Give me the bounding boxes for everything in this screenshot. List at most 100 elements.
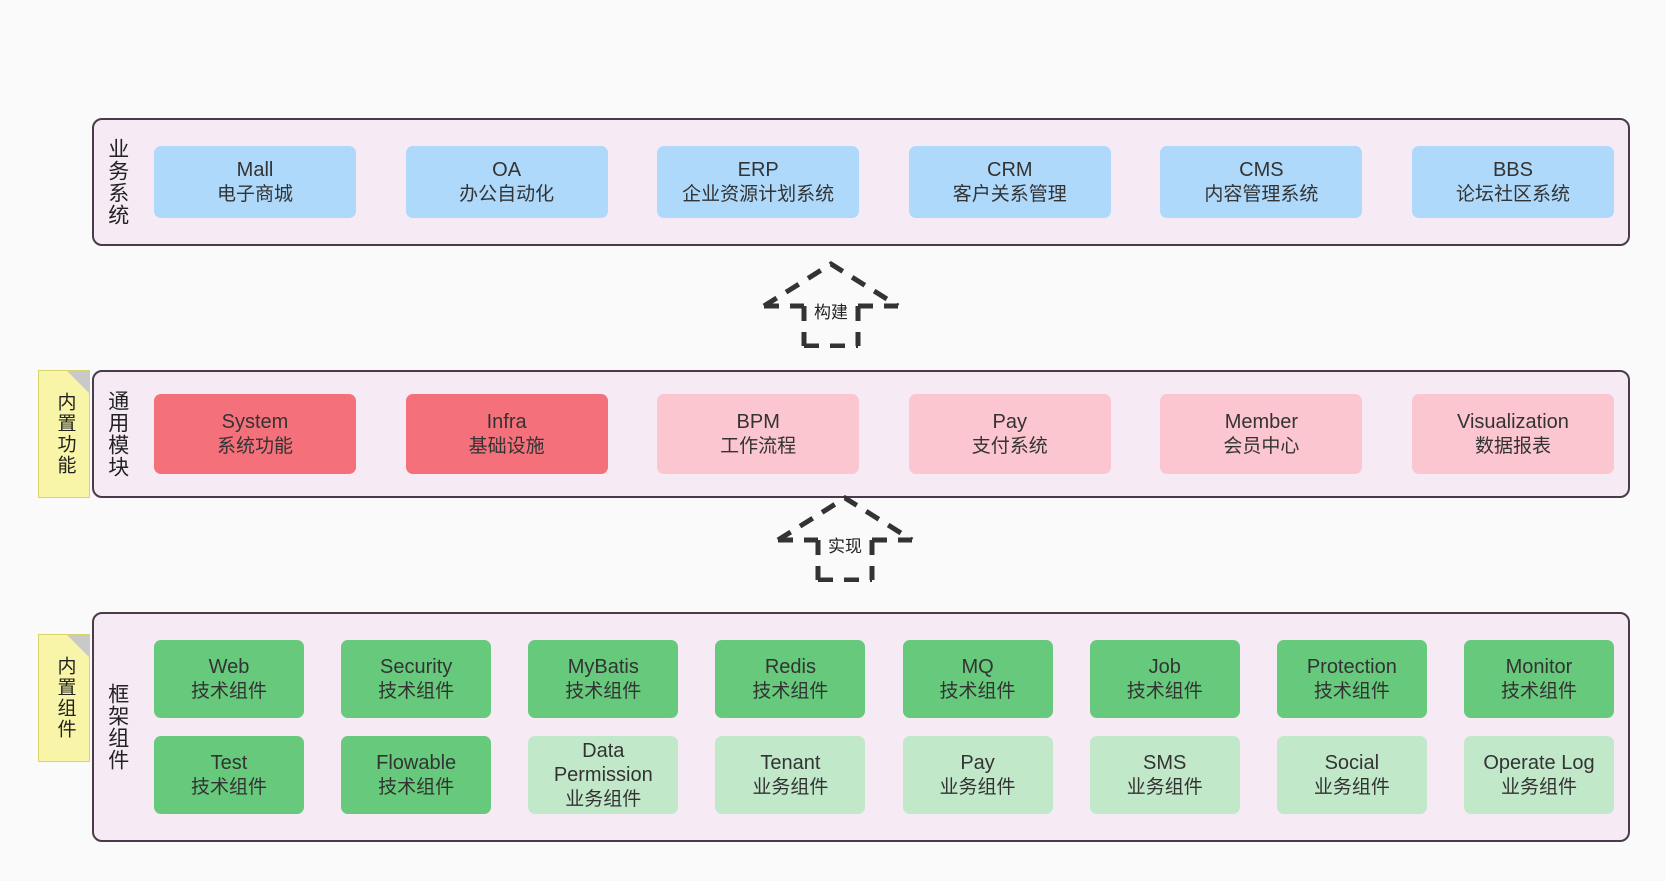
card-crm[interactable]: CRM 客户关系管理	[908, 146, 1111, 218]
card-visualization[interactable]: Visualization 数据报表	[1411, 394, 1614, 474]
card-test[interactable]: Test 技术组件	[154, 736, 304, 814]
card-redis[interactable]: Redis 技术组件	[715, 640, 866, 718]
card-monitor-en: Monitor	[1505, 656, 1573, 679]
card-web-cn: 技术组件	[190, 680, 267, 702]
layer-framework-components: 框架组件 Web 技术组件 Security 技术组件 MyBatis 技术组件…	[92, 612, 1630, 842]
card-test-cn: 技术组件	[190, 776, 267, 798]
card-flowable[interactable]: Flowable 技术组件	[341, 736, 492, 814]
card-erp-en: ERP	[737, 159, 779, 182]
card-bpm-en: BPM	[736, 411, 780, 434]
modules-card-row: System 系统功能 Infra 基础设施 BPM 工作流程 Pay 支付系统…	[154, 394, 1614, 474]
arrow-build-label: 构建	[814, 303, 848, 322]
card-bbs-cn: 论坛社区系统	[1455, 183, 1570, 205]
card-flowable-cn: 技术组件	[378, 776, 455, 798]
card-pay-component[interactable]: Pay 业务组件	[902, 736, 1053, 814]
card-oa[interactable]: OA 办公自动化	[405, 146, 608, 218]
card-sms-cn: 业务组件	[1126, 776, 1203, 798]
note-builtin-features: 内置功能	[38, 370, 90, 498]
card-mybatis-cn: 技术组件	[565, 680, 642, 702]
card-bpm[interactable]: BPM 工作流程	[657, 394, 860, 474]
card-web[interactable]: Web 技术组件	[154, 640, 304, 718]
note-fold-icon	[67, 635, 89, 657]
arrow-implement: 实现	[770, 492, 920, 582]
card-mybatis-en: MyBatis	[567, 656, 639, 679]
card-sms[interactable]: SMS 业务组件	[1089, 736, 1240, 814]
card-job-cn: 技术组件	[1126, 680, 1203, 702]
card-social[interactable]: Social 业务组件	[1276, 736, 1427, 814]
layer-modules-body: System 系统功能 Infra 基础设施 BPM 工作流程 Pay 支付系统…	[140, 372, 1628, 496]
card-erp-cn: 企业资源计划系统	[682, 183, 835, 205]
card-mq-en: MQ	[961, 656, 994, 679]
card-redis-en: Redis	[764, 656, 816, 679]
card-tenant[interactable]: Tenant 业务组件	[715, 736, 866, 814]
arrow-implement-icon	[776, 495, 914, 582]
card-job[interactable]: Job 技术组件	[1089, 640, 1240, 718]
card-data-permission[interactable]: Data Permission 业务组件	[528, 736, 679, 814]
arrow-implement-label: 实现	[828, 537, 862, 556]
card-protection-en: Protection	[1306, 656, 1397, 679]
card-member[interactable]: Member 会员中心	[1160, 394, 1363, 474]
card-visualization-en: Visualization	[1457, 411, 1569, 434]
note-builtin-components: 内置组件	[38, 634, 90, 762]
card-crm-cn: 客户关系管理	[952, 183, 1067, 205]
card-oa-cn: 办公自动化	[459, 183, 555, 205]
note-builtin-features-label: 内置功能	[54, 392, 76, 476]
framework-tech-row: Web 技术组件 Security 技术组件 MyBatis 技术组件 Redi…	[154, 640, 1614, 718]
card-mq[interactable]: MQ 技术组件	[902, 640, 1053, 718]
card-operate-log-en: Operate Log	[1483, 752, 1595, 775]
card-mall-cn: 电子商城	[216, 183, 293, 205]
card-operate-log[interactable]: Operate Log 业务组件	[1463, 736, 1614, 814]
card-pay-component-cn: 业务组件	[939, 776, 1016, 798]
card-tenant-en: Tenant	[760, 752, 821, 775]
card-visualization-cn: 数据报表	[1474, 435, 1551, 457]
card-bbs-en: BBS	[1492, 159, 1533, 182]
card-data-permission-cn: 业务组件	[565, 788, 642, 810]
card-data-permission-en: Data Permission	[553, 740, 653, 787]
card-oa-en: OA	[492, 159, 522, 182]
card-mybatis[interactable]: MyBatis 技术组件	[528, 640, 679, 718]
card-mall[interactable]: Mall 电子商城	[154, 146, 356, 218]
layer-business-system: 业务系统 Mall 电子商城 OA 办公自动化 ERP 企业资源计划系统 CRM…	[92, 118, 1630, 246]
layer-framework-title: 框架组件	[105, 683, 129, 771]
card-cms-en: CMS	[1239, 159, 1284, 182]
card-test-en: Test	[210, 752, 248, 775]
note-builtin-components-label: 内置组件	[54, 656, 76, 740]
card-erp[interactable]: ERP 企业资源计划系统	[657, 146, 860, 218]
card-flowable-en: Flowable	[376, 752, 457, 775]
business-card-row: Mall 电子商城 OA 办公自动化 ERP 企业资源计划系统 CRM 客户关系…	[154, 146, 1614, 218]
card-social-en: Social	[1324, 752, 1380, 775]
card-member-en: Member	[1224, 411, 1299, 434]
card-bpm-cn: 工作流程	[720, 435, 797, 457]
layer-common-modules: 通用模块 System 系统功能 Infra 基础设施 BPM 工作流程 Pay…	[92, 370, 1630, 498]
card-pay-module-cn: 支付系统	[971, 435, 1048, 457]
card-infra[interactable]: Infra 基础设施	[405, 394, 608, 474]
card-system[interactable]: System 系统功能	[154, 394, 356, 474]
card-pay-module-en: Pay	[992, 411, 1028, 434]
card-member-cn: 会员中心	[1223, 435, 1300, 457]
card-pay-module[interactable]: Pay 支付系统	[908, 394, 1111, 474]
card-protection-cn: 技术组件	[1313, 680, 1390, 702]
card-security-cn: 技术组件	[378, 680, 455, 702]
card-protection[interactable]: Protection 技术组件	[1276, 640, 1427, 718]
card-mall-en: Mall	[236, 159, 274, 182]
card-tenant-cn: 业务组件	[752, 776, 829, 798]
card-bbs[interactable]: BBS 论坛社区系统	[1411, 146, 1614, 218]
card-cms-cn: 内容管理系统	[1204, 183, 1319, 205]
card-crm-en: CRM	[987, 159, 1033, 182]
layer-modules-title: 通用模块	[105, 390, 129, 478]
card-job-en: Job	[1148, 656, 1181, 679]
card-operate-log-cn: 业务组件	[1500, 776, 1577, 798]
arrow-build-icon	[762, 261, 900, 348]
card-infra-en: Infra	[486, 411, 527, 434]
arrow-build: 构建	[756, 258, 906, 348]
card-social-cn: 业务组件	[1313, 776, 1390, 798]
card-redis-cn: 技术组件	[752, 680, 829, 702]
card-system-cn: 系统功能	[216, 435, 293, 457]
card-cms[interactable]: CMS 内容管理系统	[1160, 146, 1363, 218]
card-monitor[interactable]: Monitor 技术组件	[1463, 640, 1614, 718]
card-sms-en: SMS	[1143, 752, 1187, 775]
card-security[interactable]: Security 技术组件	[341, 640, 492, 718]
card-monitor-cn: 技术组件	[1500, 680, 1577, 702]
card-system-en: System	[221, 411, 289, 434]
